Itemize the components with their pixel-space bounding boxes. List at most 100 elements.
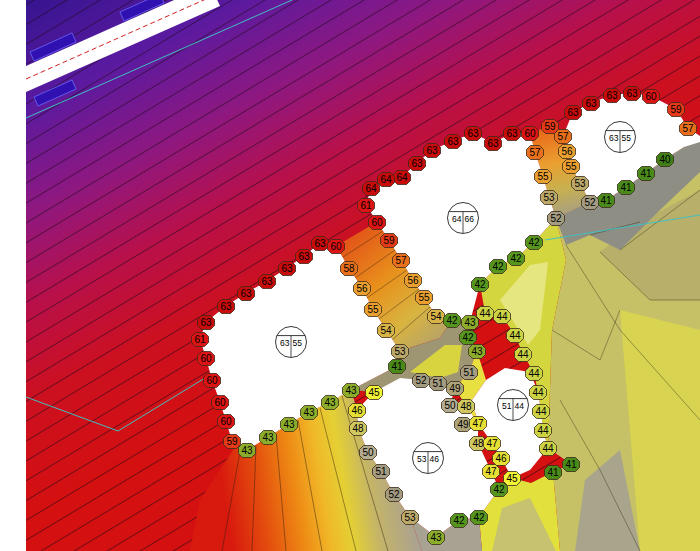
text-row: 41 xyxy=(637,166,655,181)
elevation-value: 63 xyxy=(411,156,422,171)
text-row: 63 xyxy=(603,88,621,103)
shaft-outline xyxy=(412,442,444,474)
marker-shape xyxy=(259,274,276,288)
elevation-marker: 63 xyxy=(444,134,462,149)
text-row: 64 xyxy=(362,181,380,196)
elevation-value: 50 xyxy=(362,445,373,460)
text-row: 63 xyxy=(484,136,502,151)
marker-shape xyxy=(301,405,318,419)
marker-shape xyxy=(548,211,565,225)
elevation-marker: 56 xyxy=(353,281,371,296)
marker-shape xyxy=(469,344,486,358)
elevation-marker: 52 xyxy=(547,211,565,226)
excavation-area xyxy=(563,93,700,202)
elevation-marker: 43 xyxy=(321,395,339,410)
elevation-marker: 63 xyxy=(258,274,276,289)
elevation-value: 41 xyxy=(640,166,651,181)
text-row: 44 xyxy=(514,347,532,362)
elevation-value: 59 xyxy=(670,102,681,117)
text-row: 47 xyxy=(469,416,487,431)
elevation-value: 41 xyxy=(600,193,611,208)
text-row: 51 xyxy=(372,464,390,479)
low-region xyxy=(492,498,556,551)
text-row: 42 xyxy=(470,510,488,525)
marker-shape xyxy=(393,253,410,267)
elevation-marker: 55 xyxy=(534,169,552,184)
marker-shape xyxy=(389,359,406,373)
text-row: 59 xyxy=(380,233,398,248)
text-row: 42 xyxy=(525,235,543,250)
shaft-outline xyxy=(497,389,529,421)
elevation-value: 56 xyxy=(561,144,572,159)
low-region xyxy=(500,262,548,345)
text-row: 63 xyxy=(295,249,313,264)
marker-shape xyxy=(430,376,447,390)
shaft-circle xyxy=(413,443,444,474)
text-row: 64 xyxy=(393,170,411,185)
marker-shape xyxy=(369,215,386,229)
text-row: 41 xyxy=(544,465,562,480)
marker-shape xyxy=(409,156,426,170)
elevation-marker: 57 xyxy=(554,129,572,144)
text-row: 41 xyxy=(388,359,406,374)
marker-shape xyxy=(668,102,685,116)
text-row: 63 xyxy=(237,286,255,301)
marker-shape xyxy=(378,172,395,186)
elevation-value: 46 xyxy=(495,451,506,466)
text-row: 61 xyxy=(191,332,209,347)
elevation-value: 63 xyxy=(606,88,617,103)
marker-shape xyxy=(507,328,524,342)
text-row: 53 xyxy=(401,510,419,525)
elevation-marker: 50 xyxy=(441,398,459,413)
elevation-marker: 53 xyxy=(571,176,589,191)
elevation-value: 54 xyxy=(430,309,441,324)
elevation-marker: 46 xyxy=(348,403,366,418)
text-row: 59 xyxy=(667,102,685,117)
marker-shape xyxy=(465,126,482,140)
marker-shape xyxy=(343,383,360,397)
elevation-value: 43 xyxy=(345,383,356,398)
elevation-value: 63 xyxy=(467,126,478,141)
text-row: 55 xyxy=(364,302,382,317)
text-row: 43 xyxy=(342,383,360,398)
marker-shape xyxy=(402,510,419,524)
marker-shape xyxy=(477,306,494,320)
text-row: 57 xyxy=(554,129,572,144)
text-row: 43 xyxy=(321,395,339,410)
marker-shape xyxy=(366,385,383,399)
marker-shape xyxy=(657,152,674,166)
excavation-area xyxy=(357,378,499,537)
shaft-outline xyxy=(447,202,479,234)
elevation-marker: 51 xyxy=(460,365,478,380)
elevation-marker: 41 xyxy=(637,166,655,181)
elevation-marker: 43 xyxy=(238,443,256,458)
marker-shape xyxy=(424,143,441,157)
text-row: 57 xyxy=(392,253,410,268)
elevation-value: 51 xyxy=(463,365,474,380)
elevation-value: 63 xyxy=(626,86,637,101)
text-row: 54 xyxy=(377,323,395,338)
elevation-marker: 40 xyxy=(656,152,674,167)
elevation-value: 42 xyxy=(493,482,504,497)
marker-shape xyxy=(485,136,502,150)
text-row: 48 xyxy=(349,421,367,436)
marker-shape xyxy=(643,89,660,103)
marker-shape xyxy=(638,166,655,180)
text-row: 44 xyxy=(525,366,543,381)
marker-shape xyxy=(428,309,445,323)
marker-shape xyxy=(494,309,511,323)
elevation-value: 63 xyxy=(281,261,292,276)
elevation-marker: 42 xyxy=(459,330,477,345)
text-row: 51 xyxy=(460,365,478,380)
text-row: 63 xyxy=(582,96,600,111)
elevation-value: 41 xyxy=(620,180,631,195)
elevation-marker: 41 xyxy=(617,180,635,195)
text-row: 43 xyxy=(461,315,479,330)
elevation-value: 41 xyxy=(547,465,558,480)
text-row: 63 xyxy=(444,134,462,149)
elevation-value: 42 xyxy=(510,251,521,266)
elevation-marker: 60 xyxy=(197,351,215,366)
marker-shape xyxy=(472,277,489,291)
